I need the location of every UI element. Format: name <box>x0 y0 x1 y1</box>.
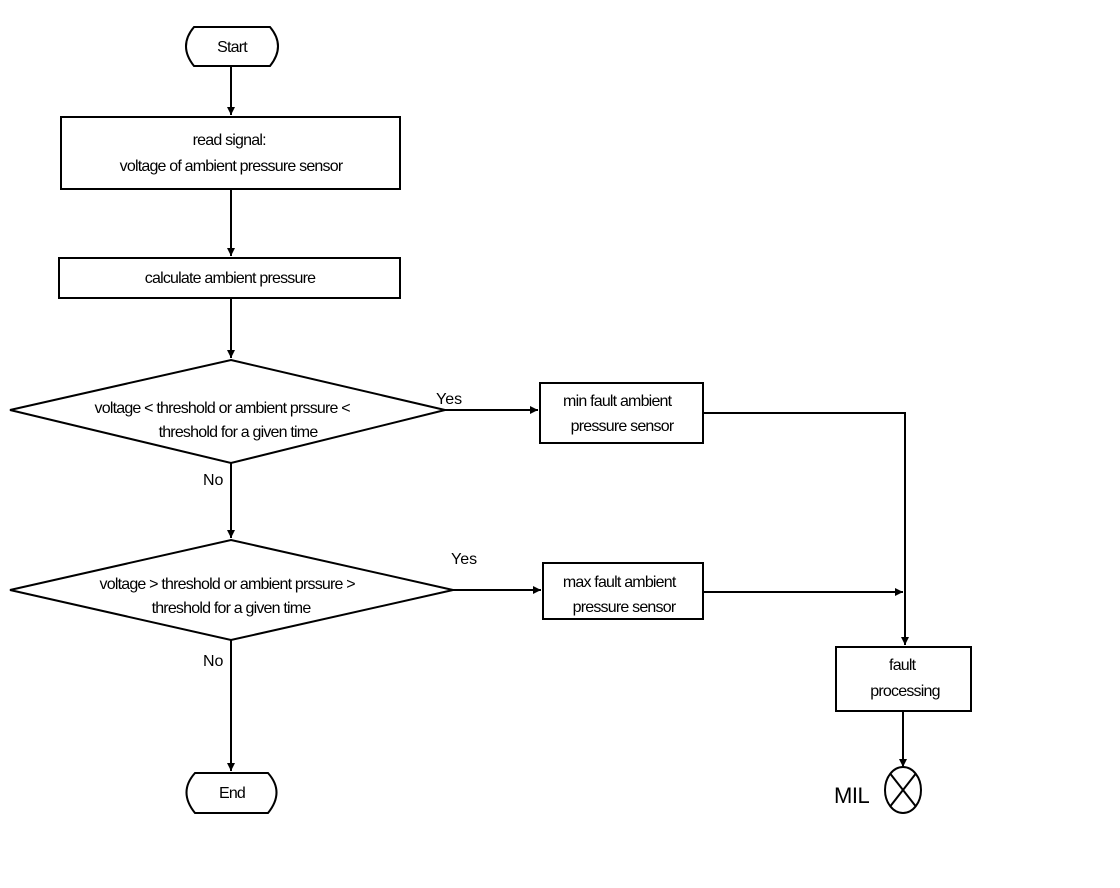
max-fault-line-2: pressure sensor <box>573 599 677 616</box>
decision-max-no-label: No <box>203 653 224 670</box>
connectors <box>227 66 909 771</box>
decision-min-no-label: No <box>203 472 224 489</box>
mil-node: MIL <box>834 766 922 814</box>
end-node: End <box>185 772 278 814</box>
calculate-box <box>58 257 401 299</box>
end-terminator-shape <box>185 772 278 814</box>
min-fault-line-1: min fault ambient <box>563 393 673 410</box>
svg-text:min fault ambient pressu: min fault ambient pressure sensor <box>563 393 675 435</box>
svg-text:Start: Start <box>217 39 248 56</box>
min-fault-box <box>539 382 704 444</box>
svg-text:End: End <box>219 785 245 802</box>
edge-min-fault-to-fault-processing <box>703 412 909 645</box>
read-signal-line-1: read signal: <box>193 132 266 149</box>
decision-min-diamond <box>9 358 446 465</box>
min-fault-node: min fault ambient pressure sensor <box>539 382 704 444</box>
read-signal-node: read signal: voltage of ambient pressure… <box>60 116 401 190</box>
max-fault-node: max fault ambient pressure sensor <box>542 562 704 620</box>
svg-text:fault processing: fault processing <box>870 657 939 700</box>
start-node: Start <box>185 26 279 67</box>
mil-label: MIL <box>834 783 869 808</box>
decision-max-line-1: voltage > threshold or ambient prssure > <box>100 576 356 593</box>
decision-min-line-2: threshold for a given time <box>159 424 319 441</box>
fault-processing-line-2: processing <box>870 683 939 700</box>
decision-min-yes-label: Yes <box>436 391 462 408</box>
calculate-label: calculate ambient pressure <box>145 270 316 287</box>
fault-processing-node: fault processing <box>835 646 972 712</box>
svg-text:voltage > threshold or ambient: voltage > threshold or ambient prssure >… <box>100 576 359 617</box>
svg-text:read signal: voltage of: read signal: voltage of ambient pressure… <box>120 132 344 175</box>
min-fault-line-2: pressure sensor <box>571 418 675 435</box>
decision-max-line-2: threshold for a given time <box>152 600 312 617</box>
decision-max-yes-label: Yes <box>451 551 477 568</box>
start-label: Start <box>217 39 248 56</box>
fault-processing-box <box>835 646 972 712</box>
mil-lamp-cross-b <box>889 773 917 807</box>
decision-max-node: voltage > threshold or ambient prssure >… <box>9 538 454 642</box>
decision-min-node: voltage < threshold or ambient prssure <… <box>9 358 446 465</box>
svg-text:voltage < threshold or ambient: voltage < threshold or ambient prssure <… <box>95 400 354 441</box>
max-fault-box <box>542 562 704 620</box>
start-terminator-shape <box>185 26 279 67</box>
svg-text:max fault ambient pressu: max fault ambient pressure sensor <box>563 574 679 616</box>
read-signal-line-2: voltage of ambient pressure sensor <box>120 158 344 175</box>
decision-min-line-1: voltage < threshold or ambient prssure < <box>95 400 351 417</box>
edge-labels: Yes No Yes No <box>203 391 477 670</box>
max-fault-line-1: max fault ambient <box>563 574 677 591</box>
decision-max-diamond <box>9 538 454 642</box>
read-signal-box <box>60 116 401 190</box>
fault-processing-line-1: fault <box>889 657 917 674</box>
svg-text:calculate ambient pressure: calculate ambient pressure <box>145 270 316 287</box>
calculate-node: calculate ambient pressure <box>58 257 401 299</box>
end-label: End <box>219 785 245 802</box>
